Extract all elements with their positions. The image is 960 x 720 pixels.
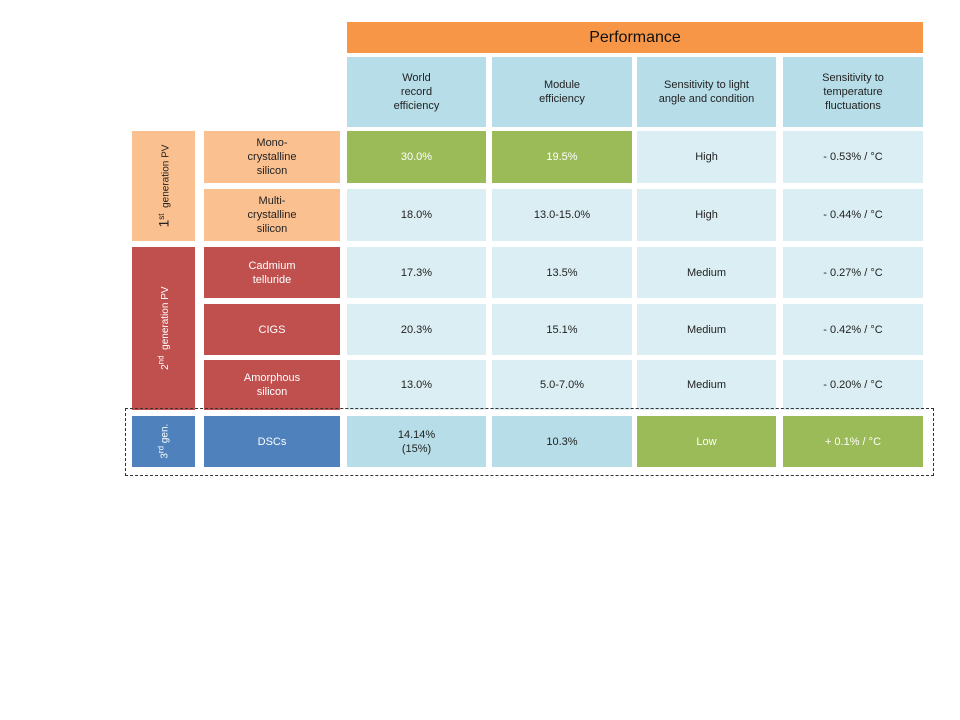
cell-multi-world-record: 18.0%	[347, 189, 486, 241]
cell-mono-module: 19.5%	[492, 131, 632, 183]
cell-amorphous-temp: - 0.20% / °C	[783, 360, 923, 410]
tech-mono-crystalline-silicon: Mono- crystalline silicon	[204, 131, 340, 183]
cell-cdte-temp: - 0.27% / °C	[783, 247, 923, 298]
cell-cigs-temp: - 0.42% / °C	[783, 304, 923, 355]
third-generation-highlight-box	[125, 408, 934, 476]
tech-dscs: DSCs	[204, 416, 340, 467]
generation-3-label: 3rd gen.	[132, 416, 195, 467]
column-header-module-efficiency: Module efficiency	[492, 57, 632, 127]
tech-cigs: CIGS	[204, 304, 340, 355]
tech-cadmium-telluride: Cadmium telluride	[204, 247, 340, 298]
cell-multi-light: High	[637, 189, 776, 241]
cell-cigs-light: Medium	[637, 304, 776, 355]
generation-1-text: generation PV	[160, 144, 172, 208]
generation-2-label: 2nd generation PV	[132, 247, 195, 410]
generation-1-suffix: st	[157, 213, 167, 220]
column-header-light-sensitivity: Sensitivity to light angle and condition	[637, 57, 776, 127]
cell-mono-light: High	[637, 131, 776, 183]
cell-dscs-world-record: 14.14% (15%)	[347, 416, 486, 467]
cell-cigs-world-record: 20.3%	[347, 304, 486, 355]
generation-2-number: 2	[159, 364, 171, 371]
generation-2-suffix: nd	[156, 355, 166, 365]
cell-amorphous-light: Medium	[637, 360, 776, 410]
cell-dscs-light: Low	[637, 416, 776, 467]
tech-multi-crystalline-silicon: Multi- crystalline silicon	[204, 189, 340, 241]
cell-multi-temp: - 0.44% / °C	[783, 189, 923, 241]
cell-mono-temp: - 0.53% / °C	[783, 131, 923, 183]
generation-2-text: generation PV	[159, 286, 171, 351]
cell-dscs-module: 10.3%	[492, 416, 632, 467]
cell-cdte-module: 13.5%	[492, 247, 632, 298]
cell-amorphous-module: 5.0-7.0%	[492, 360, 632, 410]
cell-cdte-light: Medium	[637, 247, 776, 298]
generation-1-label: 1st generation PV	[132, 131, 195, 241]
cell-multi-module: 13.0-15.0%	[492, 189, 632, 241]
column-header-world-record-efficiency: World record efficiency	[347, 57, 486, 127]
column-header-temperature-sensitivity: Sensitivity to temperature fluctuations	[783, 57, 923, 127]
cell-mono-world-record: 30.0%	[347, 131, 486, 183]
cell-amorphous-world-record: 13.0%	[347, 360, 486, 410]
cell-cigs-module: 15.1%	[492, 304, 632, 355]
performance-header: Performance	[347, 22, 923, 53]
cell-dscs-temp: + 0.1% / °C	[783, 416, 923, 467]
tech-amorphous-silicon: Amorphous silicon	[204, 360, 340, 410]
generation-1-number: 1	[155, 219, 172, 228]
cell-cdte-world-record: 17.3%	[347, 247, 486, 298]
